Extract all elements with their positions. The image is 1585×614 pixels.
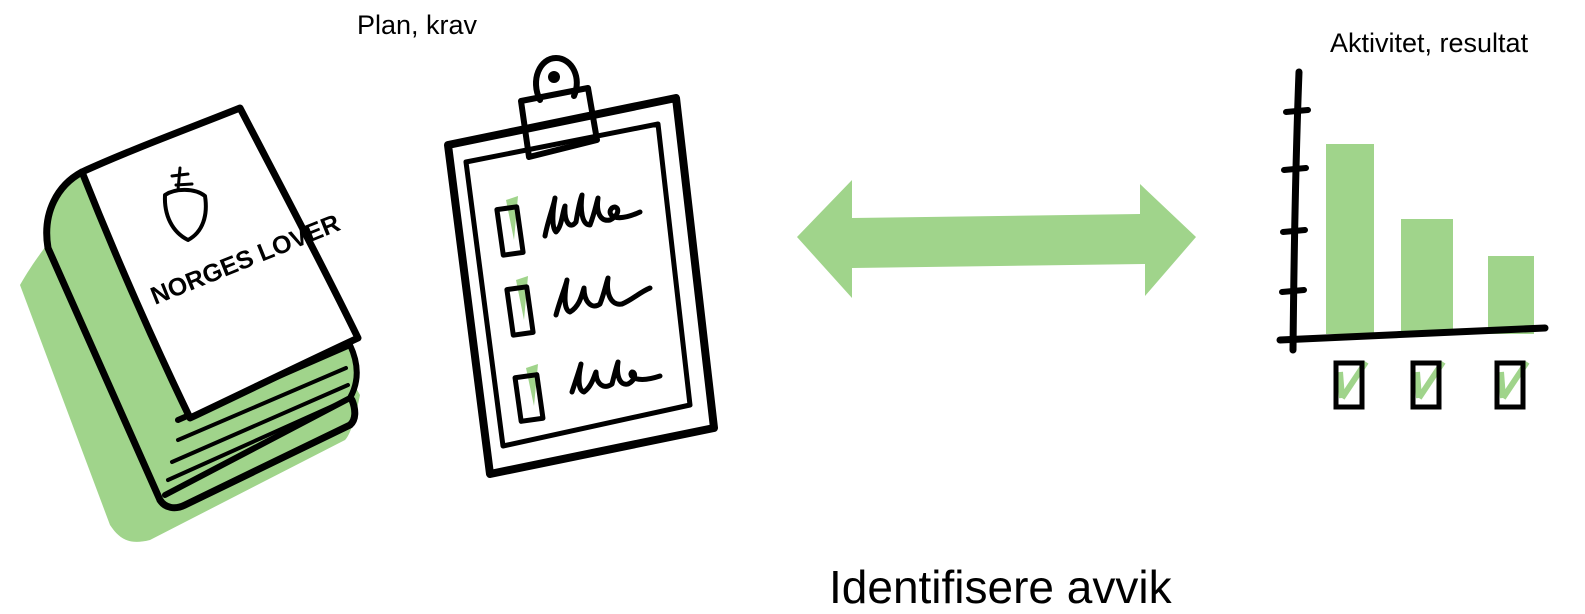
bar-checkbox-3 bbox=[1494, 360, 1526, 410]
clipboard-paper bbox=[463, 121, 693, 449]
book-cover-outline bbox=[78, 104, 362, 422]
clipboard-checklist-icon bbox=[444, 55, 718, 478]
clipboard-clip-hole bbox=[548, 71, 560, 83]
bar-chart-icon bbox=[1276, 68, 1549, 410]
bar-chart-x-axis bbox=[1276, 324, 1549, 344]
bar-1 bbox=[1326, 144, 1374, 334]
checkbox-2 bbox=[504, 284, 536, 338]
clipboard-board bbox=[444, 94, 718, 478]
bar-checkbox-1 bbox=[1333, 360, 1365, 410]
double-arrow-icon bbox=[797, 180, 1196, 298]
bar-chart-bars bbox=[1326, 144, 1534, 334]
bar-3 bbox=[1488, 256, 1534, 334]
book-spine-outline bbox=[43, 168, 164, 504]
result-label: Aktivitet, resultat bbox=[1330, 28, 1529, 58]
check-2-scribble bbox=[553, 275, 653, 318]
bar-chart-checkboxes bbox=[1333, 360, 1530, 410]
coat-of-arms-icon bbox=[162, 187, 208, 242]
book-bottom-outline bbox=[156, 396, 359, 512]
bar-2 bbox=[1401, 219, 1453, 334]
checkbox-1 bbox=[494, 204, 526, 258]
plan-label: Plan, krav bbox=[357, 10, 478, 40]
book-page-line-1 bbox=[176, 366, 348, 442]
book-page-line-3 bbox=[166, 398, 348, 482]
clipboard-clip-ring bbox=[533, 55, 580, 103]
book-spine bbox=[47, 172, 179, 501]
law-book-icon: NORGES LOVER bbox=[20, 104, 362, 542]
clipboard-clip bbox=[518, 85, 600, 160]
double-arrow-shape bbox=[797, 180, 1196, 298]
caption-label: Identifisere avvik bbox=[829, 561, 1172, 613]
bar-checkbox-2 bbox=[1410, 360, 1442, 410]
checkbox-3 bbox=[512, 372, 546, 424]
bar-chart-y-axis bbox=[1289, 68, 1303, 354]
check-1-scribble bbox=[542, 192, 643, 239]
book-page-line-2 bbox=[170, 383, 350, 464]
coat-of-arms-crown bbox=[170, 166, 194, 192]
book-cover bbox=[82, 108, 358, 418]
check-3-scribble bbox=[569, 359, 663, 395]
bar-chart-y-ticks bbox=[1279, 107, 1311, 295]
